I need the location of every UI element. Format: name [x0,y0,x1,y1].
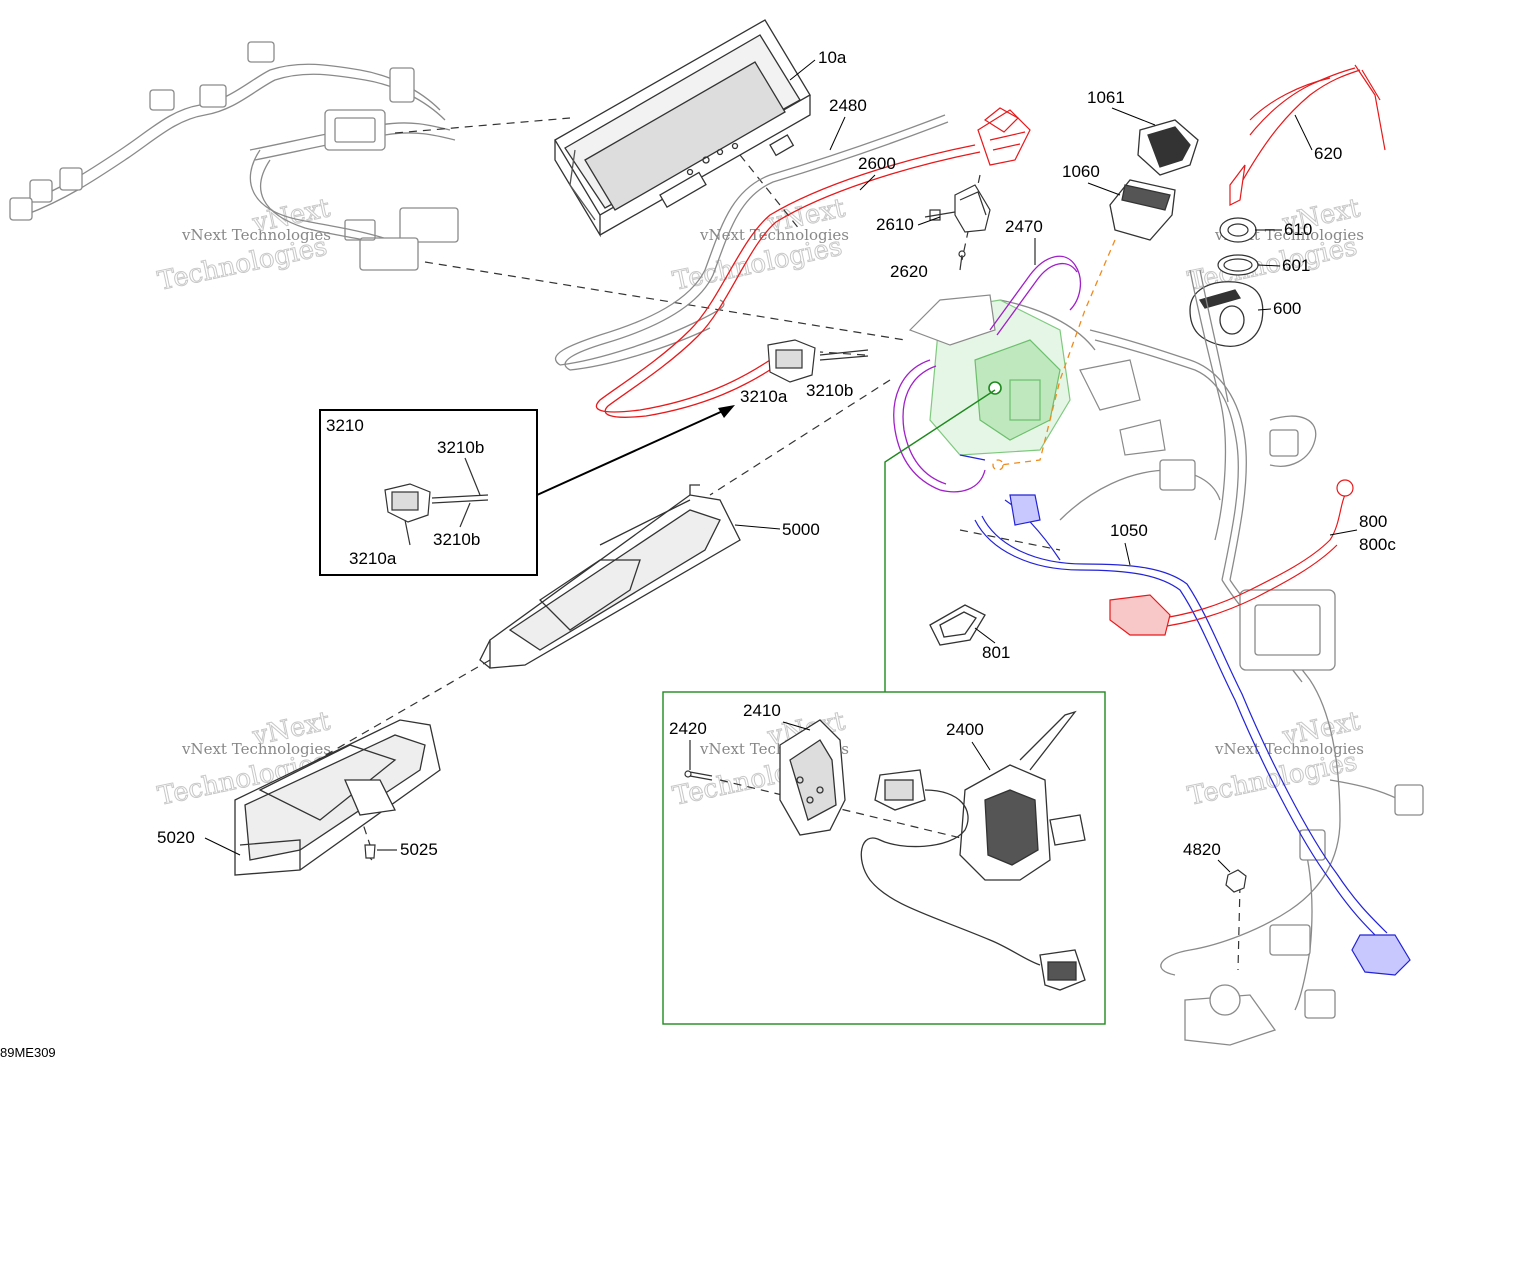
main-harness [999,269,1424,1046]
orange-indicator [992,239,1116,471]
watermark-text: vNext Technologies [1214,740,1364,758]
callout-2420: 2420 [669,719,707,738]
callout-2400: 2400 [946,720,984,739]
callout-5000: 5000 [782,520,820,539]
callout-5020: 5020 [157,828,195,847]
callout-labels: 10a 2480 2600 2610 2620 2470 1061 1060 6… [0,48,1396,1060]
callout-5025: 5025 [400,840,438,859]
callout-800c: 800c [1359,535,1396,554]
red-switch-2600 [977,107,1031,166]
switch-1060 [1109,179,1176,241]
callout-1061: 1061 [1087,88,1125,107]
screw-2620 [958,250,966,271]
housing-2410 [779,719,846,836]
nut-4820 [1225,869,1247,893]
switch-cover-1061 [1137,119,1199,176]
connector [1394,784,1424,816]
connector [1269,924,1311,956]
key-socket-610 [1219,217,1257,243]
callout-3210a: 3210a [740,387,788,406]
screw-5025 [364,844,376,861]
callout-1050: 1050 [1110,521,1148,540]
callout-leaders [204,59,1358,873]
connector-3210a [767,339,869,383]
watermark-text: vNext Technologies [699,226,849,244]
diagram-code: 89ME309 [0,1045,56,1060]
callout-2480: 2480 [829,96,867,115]
screw-2420 [684,770,713,781]
ring-601 [1217,254,1259,276]
clip-2610 [924,184,991,233]
detail-arrow [536,409,726,496]
connector [29,179,53,203]
detail-box-3210: 3210 3210b 3210a 3210b [319,405,735,576]
callout-600: 600 [1273,299,1301,318]
cable-2480 [554,114,949,371]
detail-box-title: 3210 [326,416,364,435]
detail-box-switch [662,389,1106,1025]
bracket-5000 [479,484,741,669]
tether-620 [1229,64,1386,206]
connector-block [359,237,419,271]
instrument-cluster [554,19,811,238]
callout-2620: 2620 [890,262,928,281]
connector [1269,429,1299,457]
cable-1050 [959,454,1411,976]
callout-2600: 2600 [858,154,896,173]
callout-4820: 4820 [1183,840,1221,859]
gasket-801 [929,604,986,646]
ignition-600 [1189,281,1264,347]
connector [1159,459,1196,491]
bracket-5020 [234,719,441,876]
callout-1060: 1060 [1062,162,1100,181]
connector [247,41,275,63]
arrow-head-icon [718,405,735,418]
callout-2470: 2470 [1005,217,1043,236]
switch-2400 [860,710,1086,991]
connector [389,67,415,103]
callout-3210b-top: 3210b [437,438,484,457]
callout-3210b-bottom: 3210b [433,530,480,549]
callout-601: 601 [1282,256,1310,275]
detail-origin-marker [988,381,1002,395]
callout-800: 800 [1359,512,1387,531]
cable-800 [1109,479,1354,636]
connector [149,89,175,111]
callout-10a: 10a [818,48,847,67]
cable-2600 [595,107,1031,418]
cable-2470 [893,255,1082,493]
connector-block [324,109,386,151]
callout-610: 610 [1284,220,1312,239]
steering-switch-assembly [908,294,1166,456]
watermark-text: vNext Technologies [181,740,331,758]
connector [1299,829,1326,861]
callout-620: 620 [1314,144,1342,163]
connector [59,167,83,191]
watermark-text: vNext Technologies [181,226,331,244]
callout-3210a-detail: 3210a [349,549,397,568]
callout-2610: 2610 [876,215,914,234]
connector-block [399,207,459,243]
connector [1304,989,1336,1019]
connector [199,84,227,108]
callout-2410: 2410 [743,701,781,720]
callout-801: 801 [982,643,1010,662]
connector [9,197,33,221]
top-left-harness [9,41,459,271]
ecm-module [1239,589,1336,671]
callout-3210b: 3210b [806,381,853,400]
